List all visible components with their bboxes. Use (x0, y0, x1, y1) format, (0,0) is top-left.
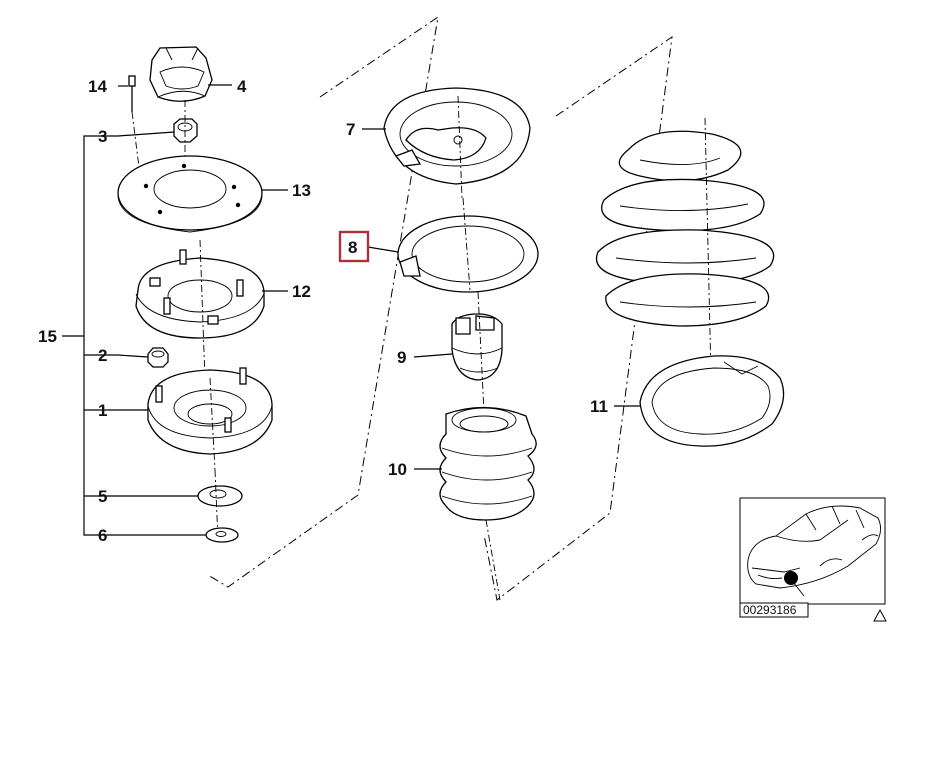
callout-3[interactable]: 3 (98, 127, 107, 146)
callout-9[interactable]: 9 (397, 348, 406, 367)
part-6-washer[interactable] (205, 527, 239, 543)
location-marker (784, 571, 798, 585)
vehicle-thumbnail: 00293186 (739, 497, 887, 622)
callout-2[interactable]: 2 (98, 346, 107, 365)
callout-15-bracket (62, 135, 118, 536)
part-7-spring-seat[interactable] (383, 87, 531, 199)
part-13-plate[interactable] (117, 155, 263, 233)
part-4-cap[interactable] (149, 46, 213, 102)
callout-15[interactable]: 15 (38, 327, 57, 346)
car-sketch (747, 505, 881, 597)
triangle-icon (873, 608, 887, 622)
callout-labels: 14 4 3 13 12 15 2 1 5 6 7 8 9 10 11 (38, 77, 608, 545)
image-code: 00293186 (743, 603, 797, 617)
callout-6[interactable]: 6 (98, 526, 107, 545)
part-3-nut[interactable] (173, 100, 198, 160)
callout-10[interactable]: 10 (388, 460, 407, 479)
callout-13[interactable]: 13 (292, 181, 311, 200)
callout-7[interactable]: 7 (346, 120, 355, 139)
part-9-bump-stop[interactable] (451, 291, 503, 413)
part-14-bolt[interactable] (128, 75, 141, 176)
part-2-nut[interactable] (147, 347, 169, 368)
part-spring-coil (595, 117, 775, 419)
part-11-spring-pad[interactable] (639, 355, 785, 447)
callout-11[interactable]: 11 (590, 397, 608, 416)
part-10-boot[interactable] (439, 406, 537, 601)
leader-lines (117, 84, 640, 536)
part-8-gasket[interactable] (397, 197, 539, 293)
callout-4[interactable]: 4 (237, 77, 247, 96)
part-1-strut-mount[interactable] (147, 367, 273, 471)
callout-5[interactable]: 5 (98, 487, 107, 506)
callout-8[interactable]: 8 (348, 238, 357, 257)
group-outlines (207, 15, 673, 601)
callout-12[interactable]: 12 (292, 282, 311, 301)
callout-8-highlight-box (338, 230, 370, 263)
callout-14[interactable]: 14 (88, 77, 107, 96)
part-12-plate[interactable] (135, 239, 265, 381)
callout-1[interactable]: 1 (98, 401, 107, 420)
